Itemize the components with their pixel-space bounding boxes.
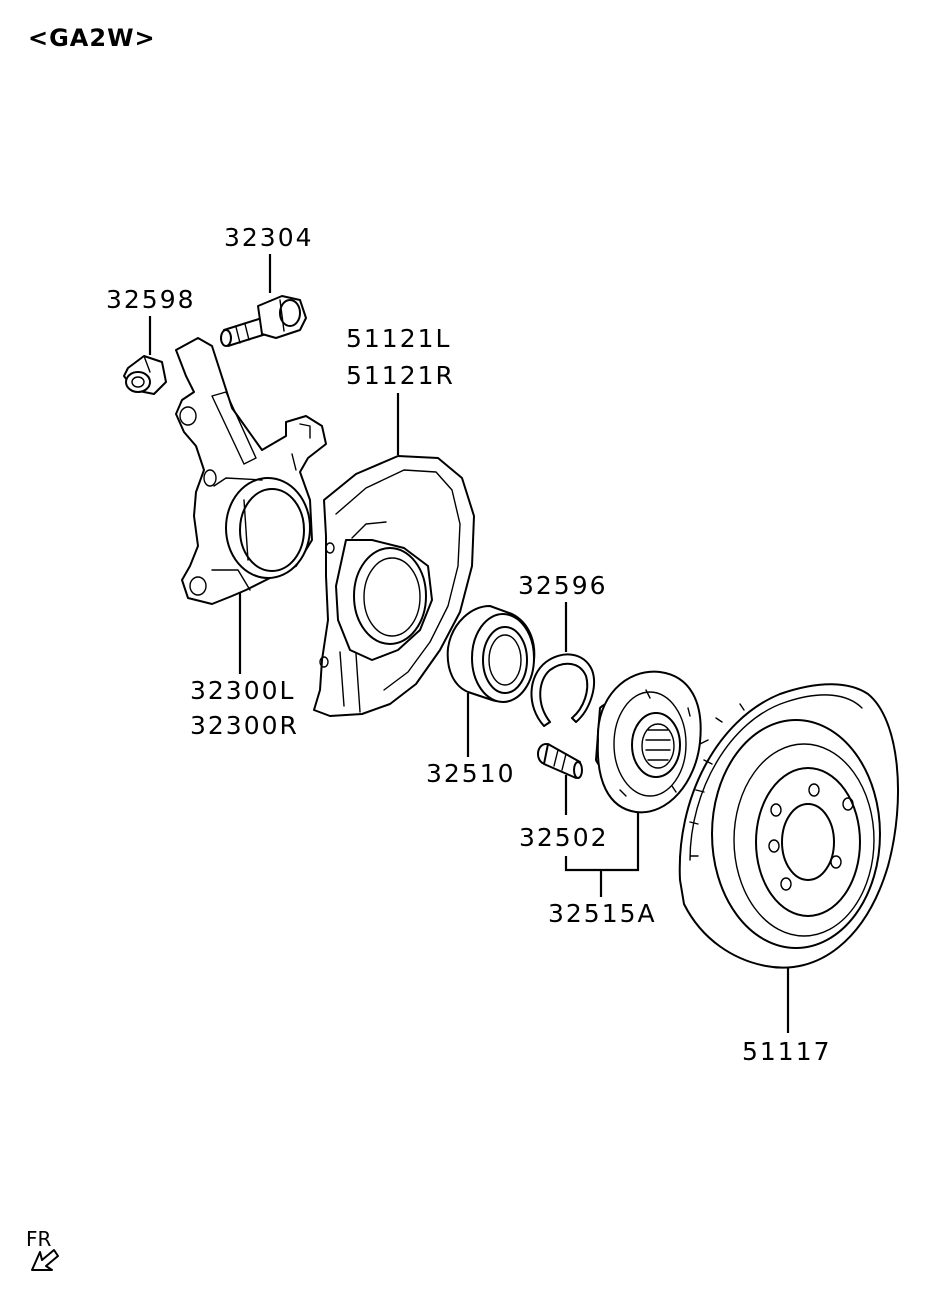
part-label-51117[interactable]: 51117 [742, 1037, 832, 1066]
part-label-32304[interactable]: 32304 [224, 223, 314, 252]
part-label-32510[interactable]: 32510 [426, 759, 516, 788]
leader-lines [148, 254, 790, 1033]
orientation-label: FR [26, 1227, 52, 1251]
steering-knuckle-32300[interactable] [175, 337, 327, 605]
part-label-32300l[interactable]: 32300L [190, 676, 295, 705]
part-label-51121r[interactable]: 51121R [346, 361, 455, 390]
nut-32598[interactable] [123, 355, 167, 395]
lug-holes [768, 783, 854, 891]
dust-shield-51121[interactable] [313, 455, 475, 717]
snap-ring-32596[interactable] [530, 653, 595, 727]
brake-disc-51117[interactable] [678, 683, 900, 969]
part-label-32300r[interactable]: 32300R [190, 711, 299, 740]
part-label-32596[interactable]: 32596 [518, 571, 608, 600]
part-label-51121l[interactable]: 51121L [346, 324, 451, 353]
wheel-bearing-32510[interactable] [446, 605, 536, 703]
part-label-32515a[interactable]: 32515A [548, 899, 657, 928]
diagram-title: <GA2W> [28, 24, 156, 52]
part-label-32502[interactable]: 32502 [519, 823, 609, 852]
wheel-hub-32515a[interactable] [595, 670, 702, 814]
hub-bolt-32502[interactable] [537, 743, 583, 779]
part-label-32598[interactable]: 32598 [106, 285, 196, 314]
bolt-32304[interactable] [220, 295, 307, 347]
arrow-down-left-icon [31, 1249, 59, 1271]
